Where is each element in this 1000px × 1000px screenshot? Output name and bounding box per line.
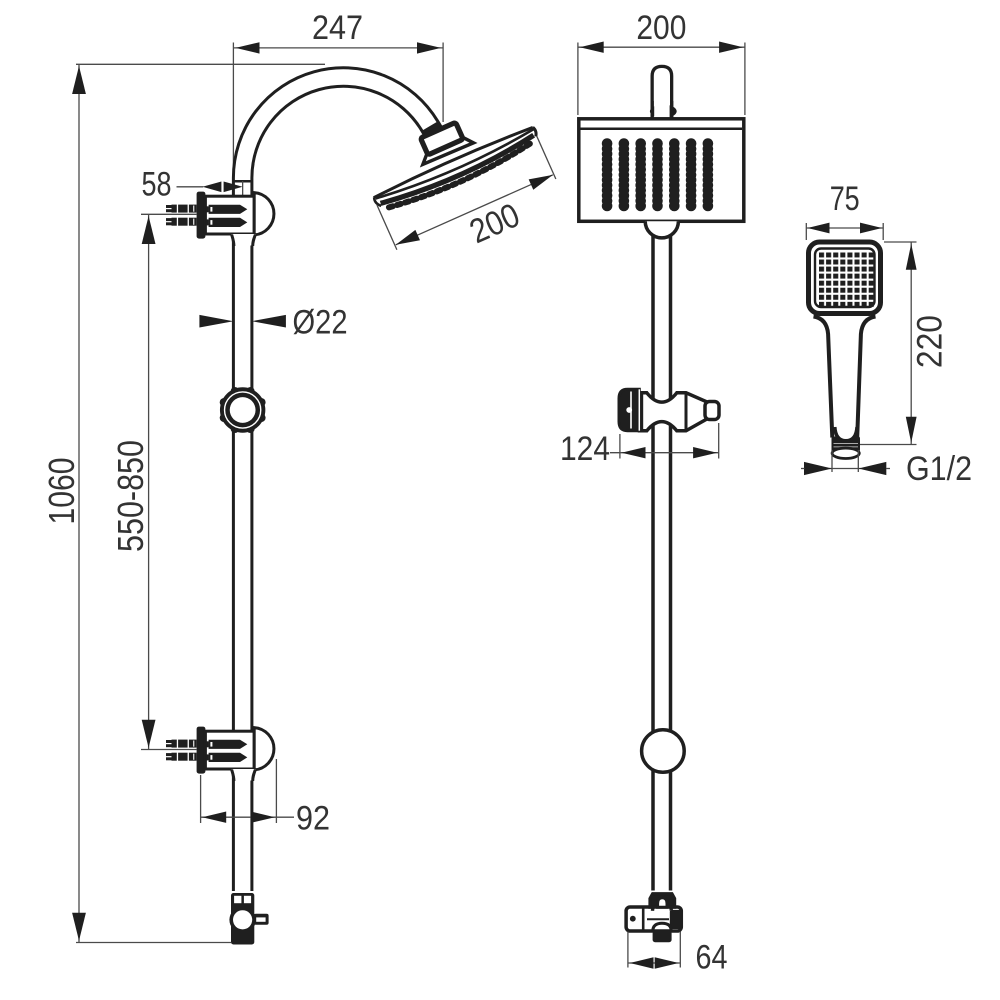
svg-text:G1/2: G1/2 [906, 450, 972, 488]
svg-text:550-850: 550-850 [110, 440, 151, 552]
svg-text:75: 75 [830, 180, 860, 218]
svg-text:58: 58 [142, 166, 172, 204]
svg-text:200: 200 [636, 9, 686, 47]
svg-text:220: 220 [911, 315, 950, 368]
svg-text:64: 64 [696, 939, 728, 977]
svg-text:124: 124 [560, 430, 610, 468]
svg-text:92: 92 [296, 800, 330, 838]
svg-text:1060: 1060 [41, 458, 82, 525]
svg-text:Ø22: Ø22 [293, 304, 348, 342]
svg-text:247: 247 [312, 9, 363, 47]
